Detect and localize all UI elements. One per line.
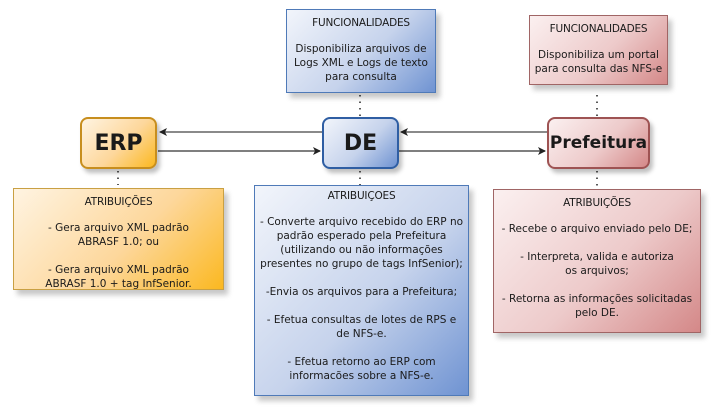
prefeitura-attribution-item: - Recebe o arquivo enviado pelo DE; xyxy=(501,223,693,235)
de-attribution-item: - Efetua retorno ao ERP com informacões … xyxy=(287,356,436,382)
erp-attributions-box: ATRIBUIÇÕES - Gera arquivo XML padrão AB… xyxy=(13,188,224,290)
node-prefeitura: Prefeitura xyxy=(547,117,650,169)
node-erp: ERP xyxy=(80,117,157,169)
de-attributions-box: ATRIBUIÇOES - Converte arquivo recebido … xyxy=(254,185,469,396)
de-functions-header: FUNCIONALIDADES xyxy=(312,17,410,29)
prefeitura-functions-text: Disponibiliza um portal para consulta da… xyxy=(534,49,663,75)
de-functions-text: Disponibiliza arquivos de Logs XML e Log… xyxy=(294,43,428,83)
de-attributions-header: ATRIBUIÇOES xyxy=(327,190,396,202)
prefeitura-attributions-header: ATRIBUIÇÕES xyxy=(563,197,631,209)
erp-attribution-item: - Gera arquivo XML padrão ABRASF 1.0; ou xyxy=(48,222,189,248)
prefeitura-attribution-item: - Retorna as informações solicitadas pel… xyxy=(501,293,693,319)
node-de-label: DE xyxy=(343,130,378,156)
prefeitura-functions-header: FUNCIONALIDADES xyxy=(549,23,648,35)
erp-attribution-item: - Gera arquivo XML padrão ABRASF 1.0 + t… xyxy=(45,264,192,290)
prefeitura-attribution-item: - Interpreta, valida e autoriza os arqui… xyxy=(520,251,674,277)
prefeitura-attributions-box: ATRIBUIÇÕES - Recebe o arquivo enviado p… xyxy=(493,189,701,333)
de-attribution-item: -Envia os arquivos para a Prefeitura; xyxy=(265,286,458,298)
de-attribution-item: - Efetua consultas de lotes de RPS e de … xyxy=(266,314,457,340)
node-de: DE xyxy=(322,117,399,169)
erp-attributions-header: ATRIBUIÇÕES xyxy=(84,196,153,208)
de-functions-box: FUNCIONALIDADES Disponibiliza arquivos d… xyxy=(286,9,436,93)
prefeitura-functions-box: FUNCIONALIDADES Disponibiliza um portal … xyxy=(529,15,668,85)
de-attribution-item: - Converte arquivo recebido do ERP no pa… xyxy=(259,216,464,270)
node-prefeitura-label: Prefeitura xyxy=(549,133,648,153)
node-erp-label: ERP xyxy=(94,130,143,156)
